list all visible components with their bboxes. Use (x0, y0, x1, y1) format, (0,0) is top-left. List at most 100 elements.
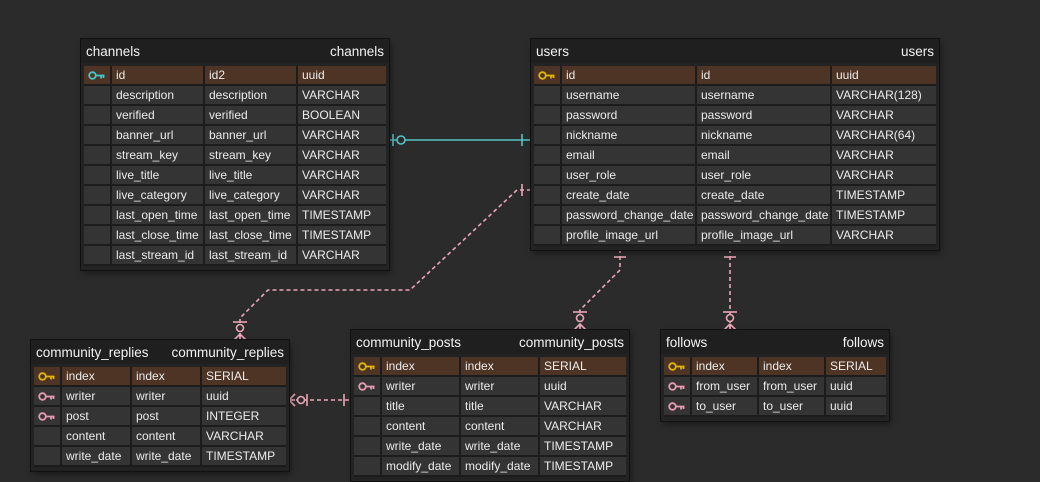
column-name: index (62, 367, 132, 387)
table-header[interactable]: users users (531, 39, 939, 63)
column-type: VARCHAR (540, 397, 626, 417)
relation-users-community-posts[interactable] (573, 249, 626, 331)
column-alias: content (461, 417, 540, 437)
table-name: users (536, 43, 570, 59)
table-header[interactable]: channels channels (81, 39, 389, 63)
foreign-key-icon (358, 381, 376, 392)
column-name: description (112, 86, 205, 106)
column-name: from_user (692, 377, 759, 397)
column-type: SERIAL (202, 367, 286, 387)
relation-channels-users[interactable] (389, 134, 531, 146)
primary-key-icon (668, 361, 686, 372)
column-type: uuid (832, 66, 936, 86)
column-name: create_date (562, 186, 697, 206)
key-cell (534, 206, 562, 226)
relation-community-posts-community-replies[interactable] (288, 393, 351, 407)
column-name: profile_image_url (562, 226, 697, 246)
table-header[interactable]: community_replies community_replies (31, 340, 289, 364)
foreign-key-icon (668, 381, 686, 392)
column-alias: id (697, 66, 832, 86)
foreign-key-icon (38, 391, 56, 402)
column-name: last_stream_id (112, 246, 205, 266)
table-alias: community_posts (518, 334, 624, 350)
column-alias: description (205, 86, 298, 106)
key-cell (534, 166, 562, 186)
column-alias: write_date (132, 447, 202, 467)
column-alias: profile_image_url (697, 226, 832, 246)
key-cell (84, 226, 112, 246)
column-name: username (562, 86, 697, 106)
column-name: stream_key (112, 146, 205, 166)
relation-users-follows[interactable] (723, 249, 737, 331)
foreign-key-icon (668, 401, 686, 412)
column-name: password (562, 106, 697, 126)
table-alias: community_replies (171, 344, 284, 360)
key-cell (34, 407, 62, 427)
column-alias: live_title (205, 166, 298, 186)
column-type: VARCHAR (298, 146, 386, 166)
key-cell (84, 146, 112, 166)
foreign-key-icon (38, 411, 56, 422)
relation-users-community-replies[interactable] (233, 184, 531, 341)
column-type: TIMESTAMP (832, 186, 936, 206)
key-cell (664, 397, 692, 417)
table-alias: channels (329, 43, 384, 59)
column-alias: index (132, 367, 202, 387)
column-type: uuid (202, 387, 286, 407)
column-name: email (562, 146, 697, 166)
key-cell (84, 166, 112, 186)
table-alias: users (900, 43, 934, 59)
column-type: TIMESTAMP (298, 226, 386, 246)
column-name: index (692, 357, 759, 377)
column-alias: verified (205, 106, 298, 126)
key-cell (354, 437, 382, 457)
column-type: SERIAL (826, 357, 886, 377)
column-alias: last_open_time (205, 206, 298, 226)
table-name: community_replies (36, 344, 149, 360)
table-name: channels (86, 43, 141, 59)
column-name: title (382, 397, 461, 417)
column-name: post (62, 407, 132, 427)
